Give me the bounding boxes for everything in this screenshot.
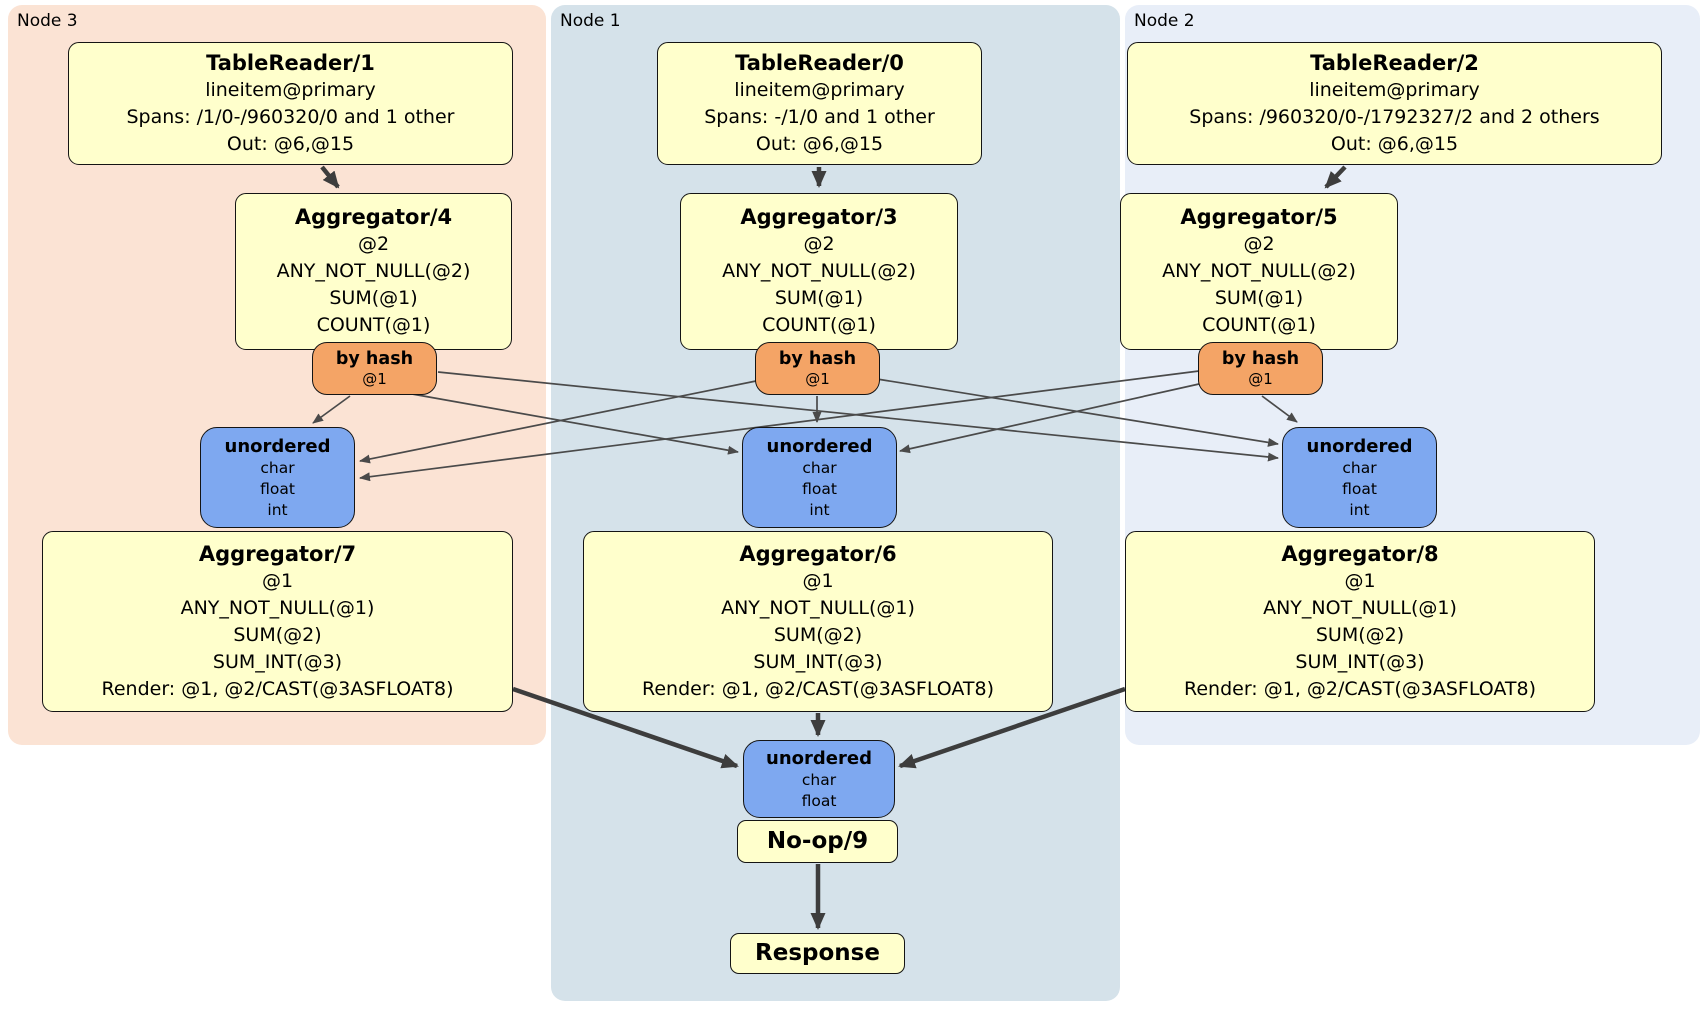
processor-aggregator-3: Aggregator/3 @2 ANY_NOT_NULL(@2) SUM(@1)… <box>680 193 958 350</box>
edge-agg8-unfinal <box>898 686 1126 769</box>
processor-title: No-op/9 <box>766 828 869 854</box>
edge-hash2-un2 <box>1261 395 1298 423</box>
processor-noop-9: No-op/9 <box>737 820 898 863</box>
processor-tablereader-0: TableReader/0 lineitem@primary Spans: -/… <box>657 42 982 165</box>
edge-hash3-un1 <box>411 393 739 455</box>
processor-response: Response <box>730 933 905 974</box>
router-title: by hash <box>1221 349 1300 369</box>
sync-unordered-node3: unordered char float int <box>200 427 355 528</box>
sync-title: unordered <box>1306 435 1413 457</box>
processor-aggregator-5: Aggregator/5 @2 ANY_NOT_NULL(@2) SUM(@1)… <box>1120 193 1398 350</box>
sync-unordered-node2: unordered char float int <box>1282 427 1437 528</box>
processor-title: Aggregator/5 <box>1180 205 1338 229</box>
processor-title: TableReader/0 <box>735 50 904 75</box>
edge-tr2-agg5 <box>1324 165 1347 189</box>
edge-hash3-un3 <box>312 395 351 424</box>
sync-unordered-node1: unordered char float int <box>742 427 897 528</box>
processor-title: TableReader/1 <box>206 50 375 75</box>
edge-hash1-un3 <box>359 380 757 464</box>
sync-title: unordered <box>766 435 873 457</box>
processor-aggregator-4: Aggregator/4 @2 ANY_NOT_NULL(@2) SUM(@1)… <box>235 193 512 350</box>
processor-aggregator-6: Aggregator/6 @1 ANY_NOT_NULL(@1) SUM(@2)… <box>583 531 1053 712</box>
processor-tablereader-1: TableReader/1 lineitem@primary Spans: /1… <box>68 42 513 165</box>
panel-label-node1: Node 1 <box>560 11 621 31</box>
router-title: by hash <box>778 349 857 369</box>
sync-unordered-final: unordered char float <box>743 740 895 818</box>
edge-tr1-agg4 <box>320 165 340 189</box>
router-by-hash-node3: by hash @1 <box>312 342 437 395</box>
edge-agg7-unfinal <box>512 686 739 769</box>
processor-title: Aggregator/3 <box>740 205 898 229</box>
processor-aggregator-8: Aggregator/8 @1 ANY_NOT_NULL(@1) SUM(@2)… <box>1125 531 1595 712</box>
processor-title: Aggregator/4 <box>294 205 453 229</box>
sync-title: unordered <box>224 435 331 457</box>
processor-tablereader-2: TableReader/2 lineitem@primary Spans: /9… <box>1127 42 1662 165</box>
panel-label-node2: Node 2 <box>1134 11 1195 31</box>
processor-aggregator-7: Aggregator/7 @1 ANY_NOT_NULL(@1) SUM(@2)… <box>42 531 513 712</box>
router-by-hash-node2: by hash @1 <box>1198 342 1323 395</box>
router-title: by hash <box>335 349 414 369</box>
panel-label-node3: Node 3 <box>17 11 78 31</box>
processor-title: Aggregator/8 <box>1281 541 1439 566</box>
edge-hash2-un1 <box>899 383 1200 454</box>
edge-hash2-un3 <box>359 370 1200 482</box>
processor-title: Response <box>755 940 880 966</box>
processor-title: Aggregator/6 <box>739 541 897 566</box>
processor-title: Aggregator/7 <box>198 541 357 566</box>
router-by-hash-node1: by hash @1 <box>755 342 880 395</box>
sync-title: unordered <box>766 747 872 769</box>
processor-title: TableReader/2 <box>1310 50 1479 75</box>
